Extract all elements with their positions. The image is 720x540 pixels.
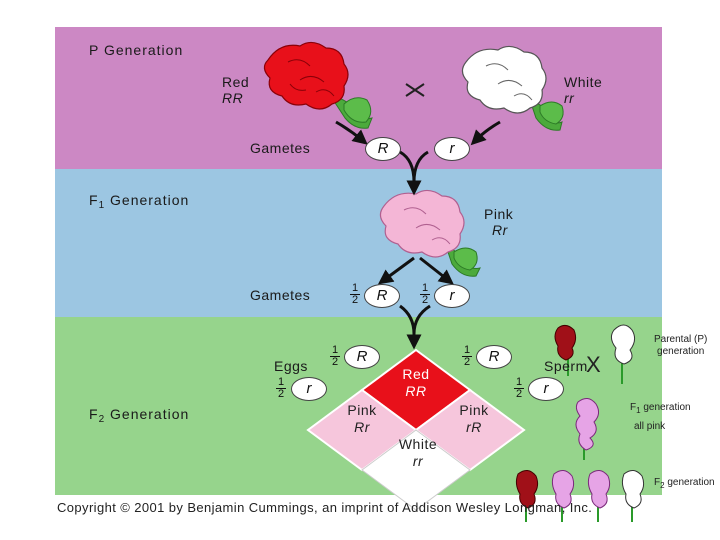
pink-phenotype: Pink (484, 206, 514, 222)
pink-flower-icon (379, 189, 481, 277)
punnett-cell-white (361, 429, 471, 511)
copyright-notice: Copyright © 2001 by Benjamin Cummings, a… (57, 500, 593, 515)
f1-gamete-r: r (434, 284, 470, 308)
f2-generation-title: F2 Generation (89, 406, 190, 425)
arrow-f1-to-gamete-r (377, 256, 415, 285)
arrow-f1-to-gamete-r-lower (419, 256, 454, 285)
p-generation-title: P Generation (89, 42, 184, 58)
white-genotype: rr (564, 90, 575, 106)
white-phenotype: White (564, 74, 603, 90)
sperm-label: Sperm (544, 358, 588, 374)
pink-genotype: Rr (492, 222, 508, 238)
side-f2-label: F2 generation (654, 477, 715, 490)
sperm-r: r (528, 377, 564, 401)
red-phenotype: Red (222, 74, 250, 90)
red-parent-label: Red RR (222, 74, 249, 106)
side-red-flower-icon (554, 324, 577, 376)
side-cross-x: X (586, 352, 601, 377)
pink-f1-label: Pink Rr (484, 206, 513, 238)
red-genotype: RR (222, 90, 244, 106)
eggs-label: Eggs (274, 358, 308, 374)
p-gamete-R: R (365, 137, 401, 161)
sperm-R: R (476, 345, 512, 369)
red-flower-icon (263, 41, 373, 129)
white-flower-icon (461, 45, 564, 131)
cross-x-icon (405, 83, 425, 97)
arrow-white-to-gamete (470, 120, 501, 146)
f1-gametes-label: Gametes (250, 287, 311, 303)
side-parental-label: Parental (P)generation (654, 334, 708, 357)
p-gamete-r: r (434, 137, 470, 161)
side-f2-flowers-icon (515, 470, 645, 522)
side-white-flower-icon (610, 324, 636, 384)
egg-R: R (344, 345, 380, 369)
p-gametes-label: Gametes (250, 140, 311, 156)
arrow-red-to-gamete (335, 120, 368, 145)
white-parent-label: White rr (564, 74, 602, 106)
f1-gamete-R: R (364, 284, 400, 308)
f1-generation-band (55, 169, 662, 317)
f1-generation-title: F1 Generation (89, 192, 190, 211)
side-f1-label: F1 generation (630, 402, 691, 415)
side-f1-pink-flower-icon (575, 398, 600, 460)
egg-r: r (291, 377, 327, 401)
side-f1-note: all pink (634, 421, 666, 432)
